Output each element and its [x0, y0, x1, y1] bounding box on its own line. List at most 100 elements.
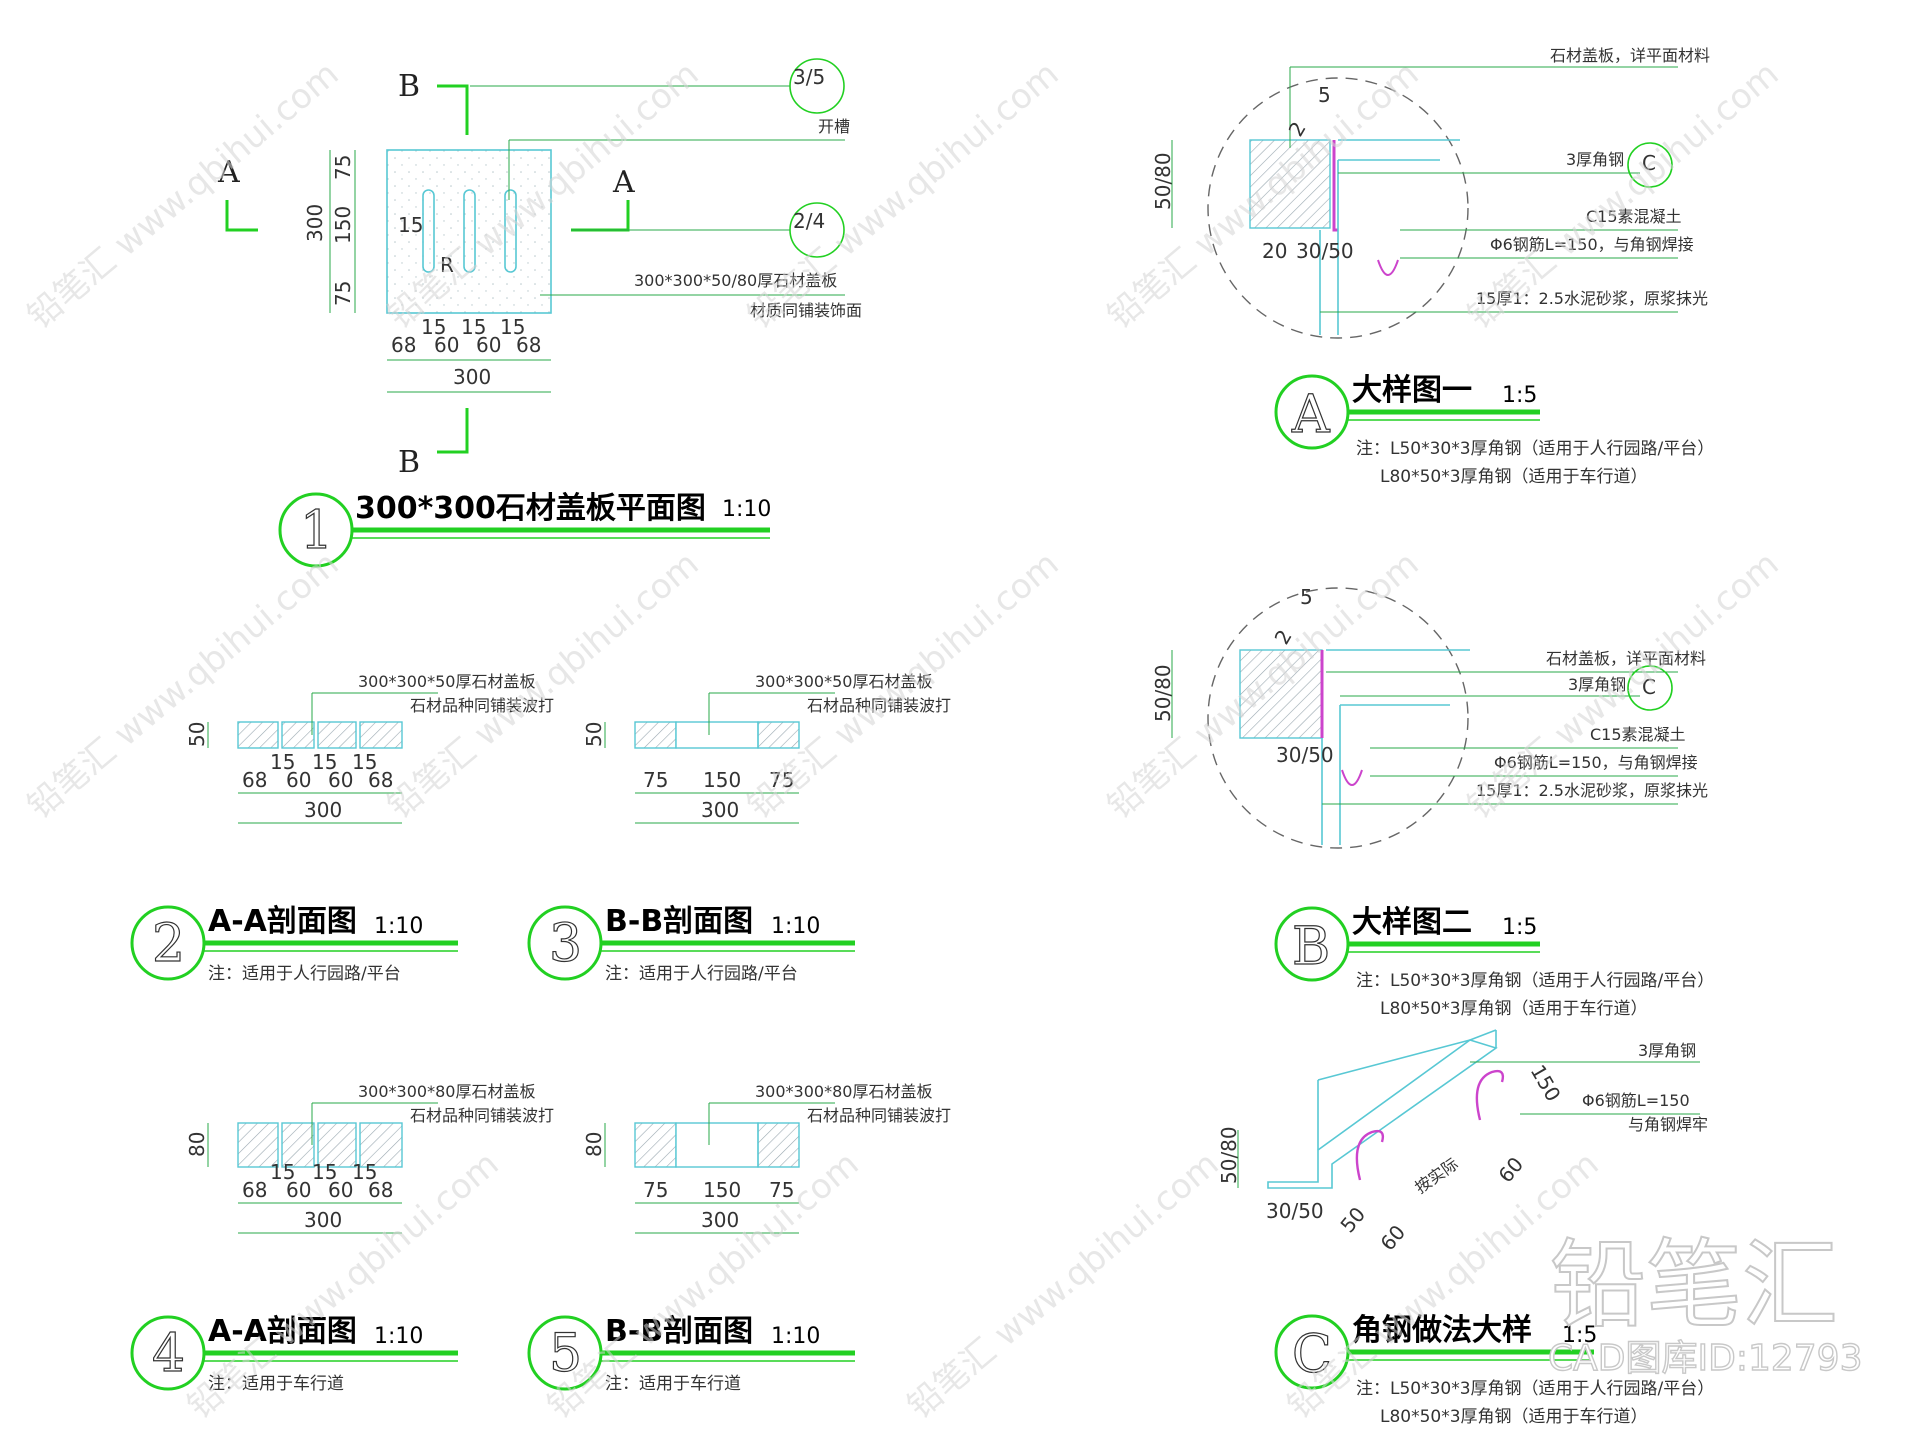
section-dim-total: 300: [304, 798, 342, 822]
detail-a: C 石材盖板，详平面材料 3厚角钢 C15素混凝土 Φ6钢筋L=150，与角钢焊…: [1151, 46, 1714, 487]
plan-number: 1: [300, 501, 333, 561]
section-dim: 150: [703, 1178, 741, 1202]
plan-view: A A B B 3/5 2/4 开槽 300*300*50/80厚石材盖板 材质…: [217, 58, 862, 568]
detail-label: 3厚角钢: [1638, 1041, 1696, 1060]
section-scale: 1:10: [374, 914, 423, 939]
detail-label: Φ6钢筋L=150: [1582, 1091, 1690, 1110]
section-dim: 60: [286, 1178, 311, 1202]
stone-segment: [359, 1122, 403, 1168]
section-title: B-B剖面图: [605, 904, 753, 939]
section-scale: 1:10: [374, 1324, 423, 1349]
section-number: 2: [152, 914, 185, 974]
detail-title: 大样图二: [1352, 905, 1472, 940]
angle-steel: [1332, 140, 1338, 232]
detail-letter: C: [1292, 1325, 1332, 1385]
detail-circle: [1207, 77, 1469, 339]
detail-note: 注：L50*30*3厚角钢（适用于人行园路/平台）: [1356, 1379, 1714, 1399]
stone-segment: [317, 1122, 357, 1168]
callout-ref: 3/5: [793, 65, 825, 89]
section-dim: 75: [769, 768, 794, 792]
detail-note: L80*50*3厚角钢（适用于车行道）: [1380, 1407, 1648, 1427]
section-dim: 60: [328, 1178, 353, 1202]
plan-dim-v-bot: 75: [331, 281, 355, 306]
detail-dim-a: 20: [1262, 239, 1287, 263]
detail-note: L80*50*3厚角钢（适用于车行道）: [1380, 467, 1648, 487]
detail-dim-50: 50: [1335, 1202, 1370, 1237]
detail-c: 3厚角钢 Φ6钢筋L=150 与角钢焊牢 按实际 50/80 30/50 150…: [1217, 1029, 1714, 1427]
callout-circle: [1627, 142, 1673, 188]
detail-dim-150: 150: [1526, 1061, 1566, 1106]
section-dim-total: 300: [701, 798, 739, 822]
plan-title: 300*300石材盖板平面图: [355, 491, 706, 526]
section-dim-gap: 15: [312, 750, 337, 774]
plan-dim-h-total: 300: [453, 365, 491, 389]
detail-label: 15厚1：2.5水泥砂浆，原浆抹光: [1476, 781, 1708, 800]
section-label: 300*300*50厚石材盖板: [358, 672, 535, 691]
watermark-brand-large: 铅笔汇: [1550, 1229, 1838, 1341]
section-mark-a-left: [225, 200, 258, 232]
section-dim-gap: 15: [270, 1160, 295, 1184]
stone-segment: [237, 721, 279, 749]
section-dim: 68: [368, 1178, 393, 1202]
plan-dim-v-total: 300: [303, 204, 327, 242]
detail-title: 大样图一: [1352, 373, 1472, 408]
section-dim: 75: [643, 768, 668, 792]
stone-segment: [675, 1122, 759, 1168]
stone-segment: [317, 721, 357, 749]
stone-segment: [634, 1122, 677, 1168]
plan-dim-h: 60: [434, 333, 459, 357]
detail-label: 与角钢焊牢: [1628, 1115, 1708, 1134]
detail-title: 角钢做法大样: [1352, 1313, 1532, 1348]
stone-segment: [281, 721, 315, 749]
section-mark-a-right: [571, 200, 630, 232]
section-dim-thickness: 50: [185, 722, 209, 747]
section-number: 5: [549, 1324, 582, 1384]
stone-segment: [281, 1122, 315, 1168]
detail-b: C 石材盖板，详平面材料 3厚角钢 C15素混凝土 Φ6钢筋L=150，与角钢焊…: [1151, 585, 1714, 1019]
plan-dim-h: 68: [516, 333, 541, 357]
section-number: 4: [152, 1324, 185, 1384]
detail-label: C15素混凝土: [1590, 725, 1686, 744]
callout-circle: [789, 58, 845, 114]
section-dim-gap: 15: [312, 1160, 337, 1184]
detail-label: 15厚1：2.5水泥砂浆，原浆抹光: [1476, 289, 1708, 308]
callout-circle: [1627, 665, 1673, 711]
section-dim-gap: 15: [352, 750, 377, 774]
section-label-a: A: [612, 165, 635, 200]
plan-dim-h: 15: [461, 315, 486, 339]
plan-dim-h: 15: [421, 315, 446, 339]
detail-scale: 1:5: [1562, 1323, 1597, 1348]
stone-segment: [634, 721, 677, 749]
section-label-a: A: [217, 155, 240, 190]
watermark-text: 铅笔汇 www.qbihui.com: [740, 54, 1066, 337]
section-dim: 68: [242, 1178, 267, 1202]
section-label-b: B: [398, 445, 420, 480]
detail-letter: A: [1291, 385, 1331, 445]
section-label: 300*300*80厚石材盖板: [358, 1082, 535, 1101]
section-dim: 75: [769, 1178, 794, 1202]
detail-label: 石材盖板，详平面材料: [1546, 649, 1706, 668]
section-scale: 1:10: [771, 1324, 820, 1349]
plan-slot: [463, 189, 476, 273]
plan-dim-h: 68: [391, 333, 416, 357]
detail-letter: B: [1292, 917, 1330, 977]
stone-slab: [1239, 649, 1323, 739]
section-note: 注：适用于人行园路/平台: [605, 964, 798, 984]
plan-dim-v-mid: 150: [331, 206, 355, 244]
section-dim: 150: [703, 768, 741, 792]
detail-note: L80*50*3厚角钢（适用于车行道）: [1380, 999, 1648, 1019]
section-label: 石材品种同铺装波打: [410, 696, 554, 715]
watermark-id: CAD图库ID:12793: [1548, 1338, 1862, 1379]
section-dim-gap: 15: [352, 1160, 377, 1184]
watermark-text: 铅笔汇 www.qbihui.com: [1100, 544, 1426, 827]
plan-slot: [422, 189, 435, 273]
plan-label-finish: 材质同铺装饰面: [750, 301, 862, 320]
section-label: 石材品种同铺装波打: [807, 1106, 951, 1125]
section-dim: 75: [643, 1178, 668, 1202]
stone-slab: [1249, 139, 1331, 229]
